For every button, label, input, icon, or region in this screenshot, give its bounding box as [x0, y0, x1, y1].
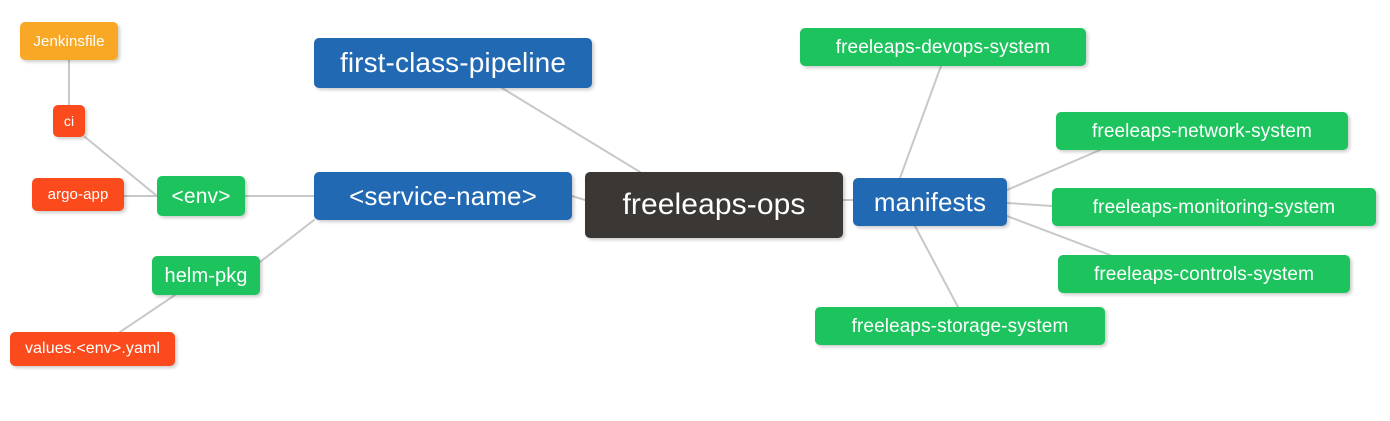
- mindmap-node-ci[interactable]: ci: [53, 105, 85, 137]
- mindmap-node-label: ci: [63, 113, 75, 129]
- mindmap-node-env[interactable]: <env>: [157, 176, 245, 216]
- mindmap-edge: [259, 219, 315, 263]
- mindmap-node-freeleaps-devops-system[interactable]: freeleaps-devops-system: [800, 28, 1086, 66]
- mindmap-node-freeleaps-controls-system[interactable]: freeleaps-controls-system: [1058, 255, 1350, 293]
- mindmap-node-helm-pkg[interactable]: helm-pkg: [152, 256, 260, 295]
- mindmap-node-freeleaps-ops[interactable]: freeleaps-ops: [585, 172, 843, 238]
- mindmap-node-label: freeleaps-controls-system: [1093, 263, 1315, 285]
- mindmap-node-argo-app[interactable]: argo-app: [32, 178, 124, 211]
- mindmap-node-label: freeleaps-monitoring-system: [1092, 196, 1336, 218]
- mindmap-edge: [1006, 202, 1053, 207]
- mindmap-node-label: <service-name>: [349, 181, 537, 211]
- mindmap-node-label: argo-app: [47, 186, 109, 203]
- mindmap-node-freeleaps-monitoring-system[interactable]: freeleaps-monitoring-system: [1052, 188, 1376, 226]
- mindmap-edge: [119, 294, 176, 333]
- mindmap-node-label: Jenkinsfile: [33, 32, 105, 50]
- mindmap-node-label: manifests: [873, 187, 987, 217]
- mindmap-edge: [899, 65, 942, 179]
- mindmap-node-freeleaps-network-system[interactable]: freeleaps-network-system: [1056, 112, 1348, 150]
- mindmap-node-label: freeleaps-network-system: [1092, 120, 1312, 142]
- mindmap-node-label: helm-pkg: [164, 264, 248, 287]
- mindmap-node-values-yaml[interactable]: values.<env>.yaml: [10, 332, 175, 366]
- mindmap-node-freeleaps-storage-system[interactable]: freeleaps-storage-system: [815, 307, 1105, 345]
- mindmap-edge: [571, 195, 586, 201]
- mindmap-node-label: first-class-pipeline: [339, 47, 567, 78]
- mindmap-node-label: freeleaps-storage-system: [851, 315, 1069, 337]
- mindmap-edge: [1006, 149, 1101, 191]
- mindmap-node-first-class-pipeline[interactable]: first-class-pipeline: [314, 38, 592, 88]
- mindmap-edge: [501, 87, 641, 173]
- mindmap-node-label: values.<env>.yaml: [24, 340, 161, 357]
- mindmap-edge: [914, 225, 959, 308]
- mindmap-node-manifests[interactable]: manifests: [853, 178, 1007, 226]
- mindmap-node-label: <env>: [171, 184, 231, 208]
- mindmap-node-label: freeleaps-ops: [622, 188, 806, 221]
- mindmap-node-label: freeleaps-devops-system: [835, 36, 1051, 58]
- mindmap-node-service-name[interactable]: <service-name>: [314, 172, 572, 220]
- mindmap-node-jenkinsfile[interactable]: Jenkinsfile: [20, 22, 118, 60]
